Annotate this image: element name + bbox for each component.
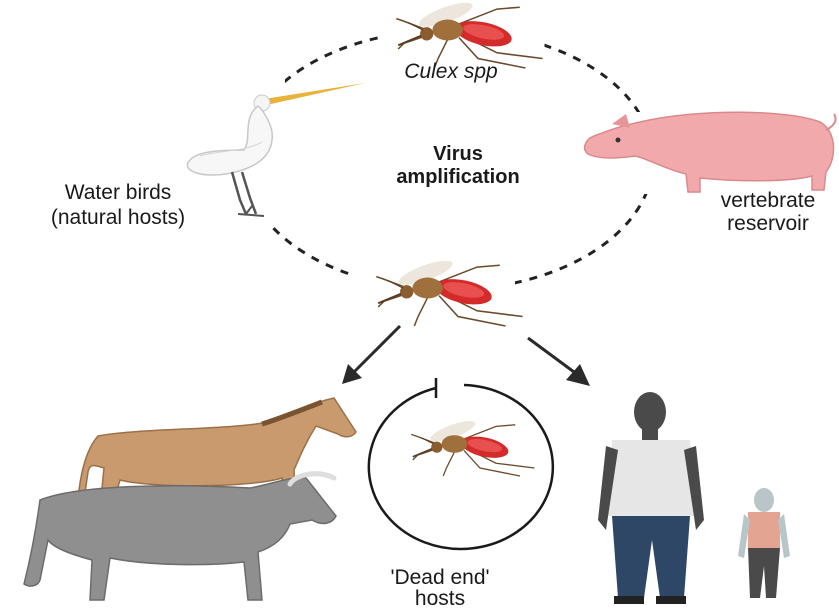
egret-icon <box>175 75 365 225</box>
vertebrate-reservoir-label-line1: vertebrate <box>721 189 816 212</box>
dead-end-hosts-label-line2: hosts <box>415 587 465 609</box>
dead-end-hosts-label-line1: 'Dead end' <box>390 566 489 589</box>
adult-human-icon <box>598 392 704 604</box>
virus-amplification-title-line1: Virus <box>433 143 483 165</box>
water-birds-label-line2: (natural hosts) <box>51 206 185 229</box>
cattle-icon <box>24 474 336 600</box>
virus-amplification-title-line2: amplification <box>396 166 519 188</box>
water-birds-label-line1: Water birds <box>65 181 172 204</box>
arrow-to-animals <box>342 326 400 384</box>
child-human-icon <box>738 488 790 598</box>
culex-label: Culex spp <box>404 60 497 83</box>
mosquito-middle-icon <box>354 256 523 326</box>
dead-end-inhibition-loop <box>369 378 553 549</box>
arrow-to-humans <box>528 338 590 386</box>
mosquito-dead-end-icon <box>411 417 534 476</box>
pig-icon <box>582 112 839 194</box>
vertebrate-reservoir-label-line2: reservoir <box>727 212 809 235</box>
